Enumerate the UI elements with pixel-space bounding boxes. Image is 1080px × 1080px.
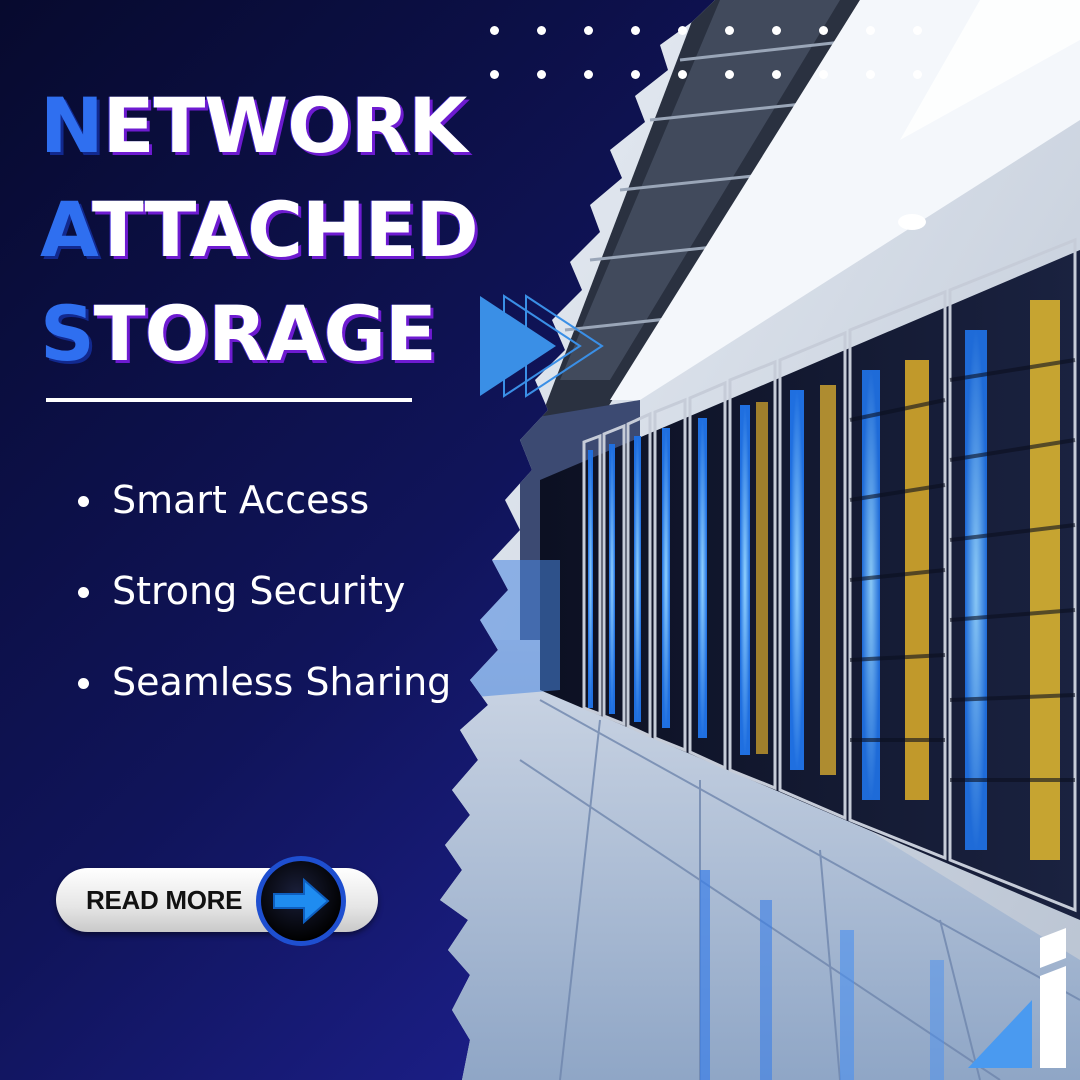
decorative-dot (584, 26, 593, 35)
decorative-dot (866, 70, 875, 79)
title-line-network: NETWORK (40, 88, 467, 164)
decorative-dot (631, 70, 640, 79)
list-item: Smart Access (78, 470, 451, 561)
decorative-dot (725, 26, 734, 35)
read-more-label: READ MORE (86, 885, 243, 915)
decorative-dot (537, 26, 546, 35)
title-rest-attached: TTACHED (91, 185, 479, 274)
decorative-dot (913, 26, 922, 35)
list-item: Strong Security (78, 561, 451, 652)
title-rest-storage: TORAGE (93, 289, 437, 378)
decorative-dot (631, 26, 640, 35)
decorative-dot (678, 70, 687, 79)
decorative-dot (866, 26, 875, 35)
title-initial-n: N (40, 81, 104, 170)
brand-logo-icon (968, 928, 1066, 1068)
decorative-dot (913, 70, 922, 79)
title-initial-a: A (40, 185, 93, 274)
decorative-dot (772, 70, 781, 79)
feature-list: Smart Access Strong Security Seamless Sh… (78, 470, 451, 743)
decorative-dot (490, 70, 499, 79)
decorative-dot (772, 26, 781, 35)
decorative-dot (490, 26, 499, 35)
decorative-dot (584, 70, 593, 79)
decorative-dot (819, 70, 828, 79)
decorative-dot (537, 70, 546, 79)
title-underline (46, 398, 412, 402)
title-line-attached: ATTACHED (40, 192, 479, 268)
title-initial-s: S (40, 289, 95, 378)
title-line-storage: STORAGE (40, 296, 437, 372)
decorative-dot (678, 26, 687, 35)
list-item: Seamless Sharing (78, 652, 451, 743)
fast-forward-arrows-icon (480, 294, 604, 398)
decorative-dot (819, 26, 828, 35)
arrow-right-icon[interactable] (254, 854, 348, 948)
dot-grid-decoration (490, 18, 930, 80)
title-rest-network: ETWORK (102, 81, 468, 170)
decorative-dot (725, 70, 734, 79)
